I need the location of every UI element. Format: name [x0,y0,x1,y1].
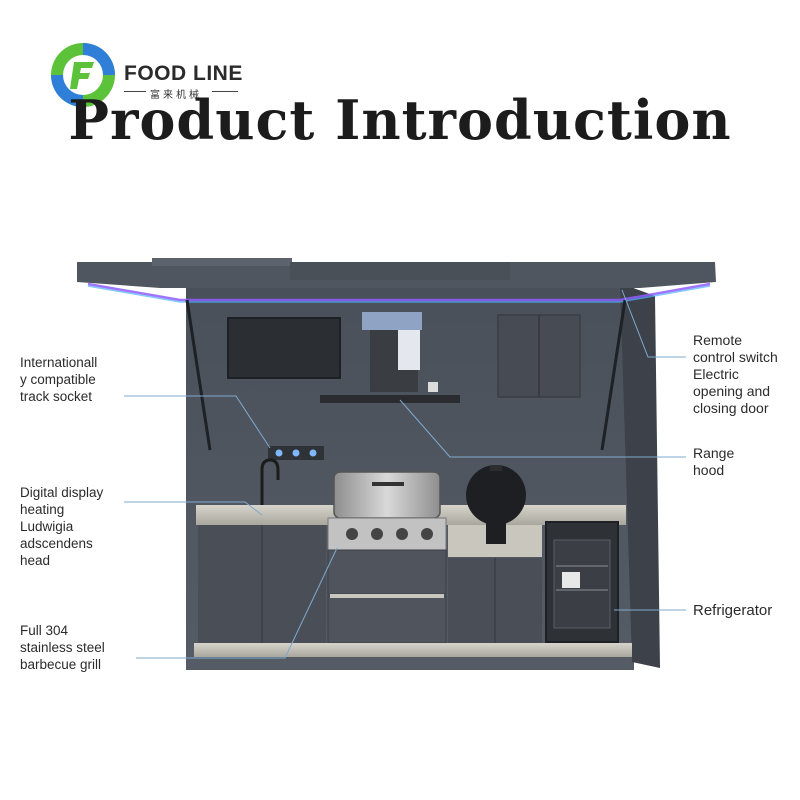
page-title: Product Introduction [68,88,732,152]
label-remote-control-switch: Remote control switch Electric opening a… [693,332,778,416]
brand-rule-right [212,91,238,92]
label-barbecue-grill: Full 304 stainless steel barbecue grill [20,623,105,672]
brand-name: FOOD LINE [124,62,243,85]
label-range-hood: Range hood [693,445,735,478]
label-digital-heating-head: Digital display heating Ludwigia adscend… [20,485,104,568]
label-track-socket: Internationall y compatible track socket [20,355,98,404]
brand-rule-left [124,91,146,92]
brand-subtitle: 富来机械 [150,90,202,101]
label-refrigerator: Refrigerator [693,602,773,619]
food-line-logo [51,43,115,107]
